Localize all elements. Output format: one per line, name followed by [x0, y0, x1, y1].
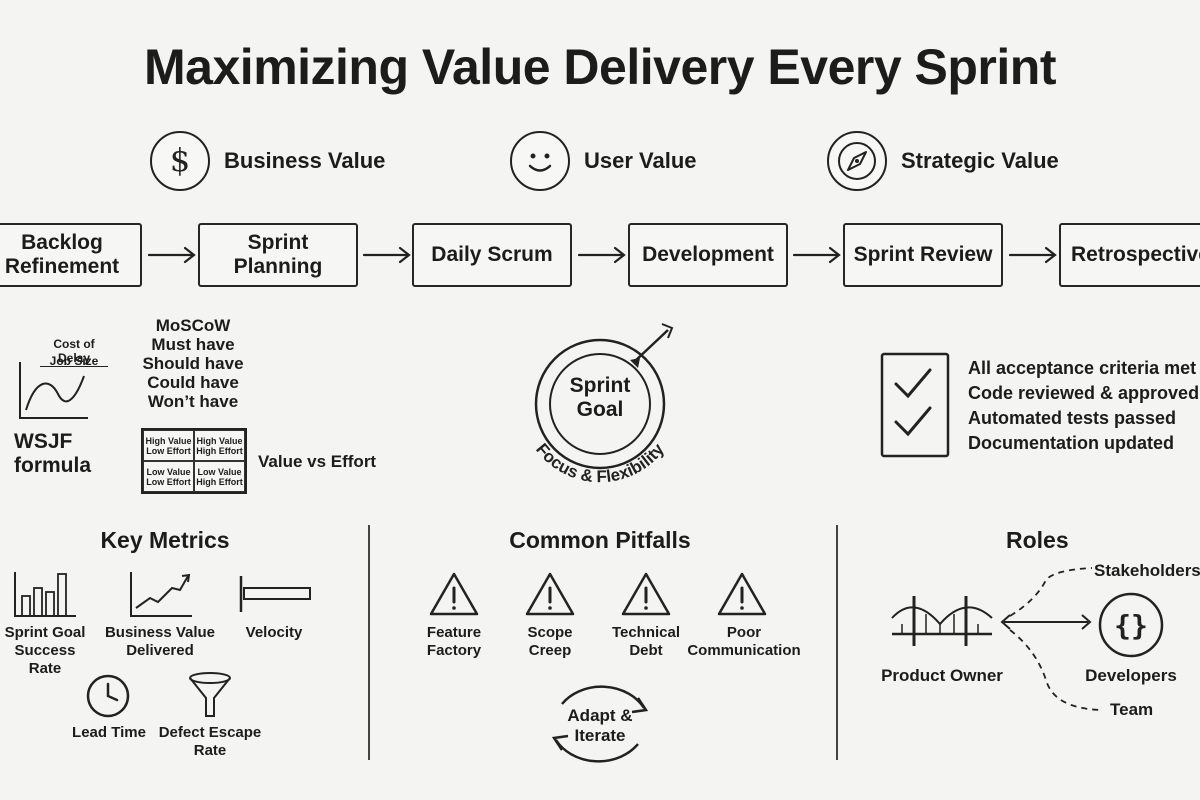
role-product-owner: Product Owner	[881, 666, 1003, 685]
warning-icon	[429, 572, 479, 616]
user-value: User Value	[510, 130, 697, 192]
section-divider	[368, 525, 370, 760]
bridge-icon	[891, 596, 993, 646]
page-title: Maximizing Value Delivery Every Sprint	[144, 39, 1056, 95]
metric-velocity: Velocity	[245, 624, 303, 641]
step-sprint-review: Sprint Review	[843, 223, 1003, 287]
arc-text: Focus & Flexibility	[532, 439, 668, 486]
role-developers: Developers	[1085, 666, 1177, 685]
definition-of-done-list: All acceptance criteria met Code reviewe…	[968, 356, 1199, 456]
role-team: Team	[1110, 700, 1154, 719]
wsjf-denominator: Job Size	[49, 354, 99, 368]
sprint-goal-arc-text: Focus & Flexibility	[532, 439, 668, 486]
business-value: $ Business Value	[150, 130, 385, 192]
sprint-goal-target-icon	[534, 323, 674, 470]
moscow-title: MoSCoW	[155, 316, 231, 335]
checklist-item: Code reviewed & approved	[968, 383, 1200, 403]
matrix-cell: Low Value Low Effort	[143, 461, 194, 492]
pitfall-technical-debt: Technical Debt	[611, 624, 681, 659]
code-braces-icon: {}	[1098, 592, 1164, 658]
svg-text:{}: {}	[1114, 609, 1148, 642]
common-pitfalls-heading: Common Pitfalls	[509, 527, 691, 553]
warning-icon	[525, 572, 575, 616]
step-retrospective: Retrospective	[1059, 223, 1200, 287]
checklist-item: Documentation updated	[968, 433, 1174, 453]
metric-sprint-goal-success: Sprint Goal Success Rate	[4, 624, 86, 677]
step-development: Development	[628, 223, 788, 287]
roles-heading: Roles	[1006, 527, 1069, 553]
warning-icon	[621, 572, 671, 616]
pitfall-feature-factory: Feature Factory	[426, 624, 482, 659]
metric-lead-time: Lead Time	[72, 724, 146, 741]
section-divider	[836, 525, 838, 760]
funnel-icon	[189, 672, 231, 717]
strategic-value: Strategic Value	[827, 130, 1059, 192]
compass-icon	[827, 131, 887, 191]
wsjf-curve-icon	[19, 362, 88, 419]
moscow-list: MoSCoW Must have Should have Could have …	[140, 316, 246, 411]
value-effort-matrix: High Value Low Effort High Value High Ef…	[141, 428, 247, 494]
moscow-item: Could have	[147, 373, 239, 392]
business-value-label: Business Value	[224, 148, 386, 173]
checklist-item: All acceptance criteria met	[968, 358, 1197, 378]
sprint-goal-label: Sprint Goal	[569, 374, 631, 421]
flow-arrow	[1008, 246, 1057, 264]
smiley-icon	[510, 131, 570, 191]
trend-line-icon	[130, 572, 192, 617]
moscow-item: Won’t have	[147, 392, 239, 411]
role-stakeholders: Stakeholders	[1094, 561, 1200, 580]
warning-icon	[717, 572, 767, 616]
matrix-cell: High Value Low Effort	[143, 430, 194, 461]
clock-icon	[86, 674, 130, 718]
user-value-label: User Value	[584, 148, 697, 173]
role-connectors	[1000, 567, 1101, 711]
velocity-bar-icon	[239, 576, 311, 612]
checklist-item: Automated tests passed	[968, 408, 1177, 428]
svg-text:Focus & Flexibility: Focus & Flexibility	[532, 439, 668, 486]
adapt-iterate-label: Adapt & Iterate	[567, 706, 633, 745]
flow-arrow	[577, 246, 626, 264]
step-sprint-planning: Sprint Planning	[198, 223, 358, 287]
flow-arrow	[792, 246, 841, 264]
matrix-cell: Low Value High Effort	[194, 461, 245, 492]
wsjf-numerator: Cost of Delay	[40, 337, 108, 367]
moscow-item: Must have	[151, 335, 235, 354]
moscow-item: Should have	[142, 354, 244, 373]
dollar-icon: $	[150, 131, 210, 191]
matrix-cell: High Value High Effort	[194, 430, 245, 461]
matrix-label: Value vs Effort	[258, 452, 377, 471]
pitfall-scope-creep: Scope Creep	[527, 624, 573, 659]
step-daily-scrum: Daily Scrum	[412, 223, 572, 287]
wsjf-label: WSJF formula	[14, 430, 92, 477]
key-metrics-heading: Key Metrics	[100, 527, 230, 553]
step-backlog-refinement: Backlog Refinement	[0, 223, 142, 287]
bar-chart-icon	[14, 572, 76, 617]
flow-arrow	[147, 246, 196, 264]
metric-business-value: Business Value Delivered	[104, 624, 216, 659]
cycle-arrows-icon	[551, 685, 649, 763]
metric-defect-escape: Defect Escape Rate	[158, 724, 262, 759]
checklist-icon	[880, 352, 950, 458]
strategic-value-label: Strategic Value	[901, 148, 1059, 173]
pitfall-poor-communication: Poor Communication	[687, 624, 801, 659]
svg-text:$: $	[170, 141, 190, 179]
flow-arrow	[362, 246, 411, 264]
